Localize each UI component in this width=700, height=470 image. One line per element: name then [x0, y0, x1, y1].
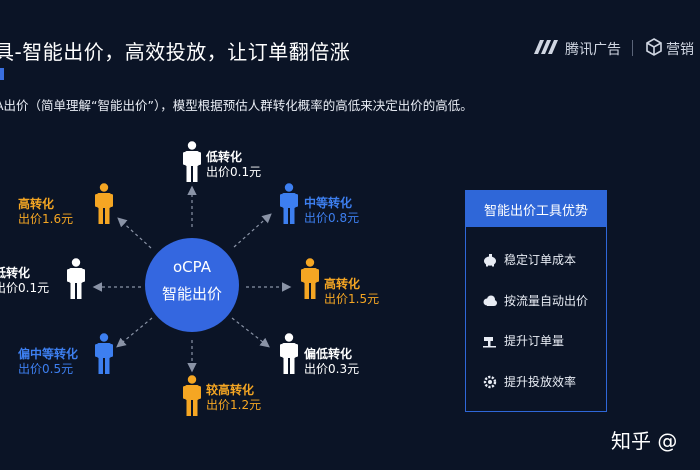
advantage-label: 提升订单量	[504, 334, 565, 348]
person-icon	[280, 183, 298, 229]
tencent-ads-logo-icon	[533, 38, 559, 60]
second-brand-text: 营销	[666, 42, 694, 58]
node-label-5: 偏中等转化出价0.5元	[18, 347, 78, 377]
bid-price: 出价1.5元	[324, 292, 380, 306]
node-label-6: 低转化出价0.1元	[0, 266, 49, 296]
tencent-ads-text: 腾讯广告	[565, 42, 621, 58]
zhihu-watermark: 知乎 @	[611, 429, 678, 453]
conversion-level: 低转化	[0, 266, 31, 280]
bid-price: 出价0.5元	[18, 362, 74, 376]
page-title: 具-智能出价，高效投放，让订单翻倍涨	[0, 40, 351, 64]
person-icon	[183, 141, 201, 187]
person-icon	[95, 333, 113, 379]
bid-price: 出价0.1元	[206, 165, 262, 179]
description-text: A出价（简单理解“智能出价”），模型根据预估人群转化概率的高低来决定出价的高低。	[0, 98, 473, 113]
advantage-label: 提升投放效率	[504, 375, 577, 389]
conversion-level: 偏中等转化	[18, 347, 79, 361]
conversion-level: 低转化	[206, 150, 243, 164]
advantage-item-stable-cost: 稳定订单成本	[482, 251, 576, 268]
advantages-panel: 智能出价工具优势 稳定订单成本 按流量自动出价 提升订单量 提升投放效率	[465, 190, 607, 412]
bid-price: 出价0.8元	[304, 211, 360, 225]
piggy-bank-icon	[482, 253, 498, 267]
arrow-to-node-7	[117, 217, 152, 249]
arrow-to-node-3	[231, 317, 270, 348]
brand-divider	[632, 40, 633, 56]
arrow-to-node-5	[116, 317, 153, 348]
advantage-item-order-volume: 提升订单量	[482, 332, 564, 349]
bid-price: 出价0.3元	[304, 362, 360, 376]
cube-logo-icon	[646, 38, 662, 60]
person-icon	[301, 258, 319, 304]
advantage-label: 按流量自动出价	[504, 294, 589, 308]
advantage-item-auto-bid: 按流量自动出价	[482, 292, 588, 309]
center-label-ocpa: oCPA	[173, 258, 211, 276]
second-brand: 营销	[646, 38, 694, 60]
person-icon	[95, 183, 113, 229]
person-icon	[183, 375, 201, 421]
arrow-to-node-1	[233, 213, 272, 248]
cloud-icon	[482, 294, 498, 308]
node-label-1: 中等转化出价0.8元	[304, 196, 359, 226]
conversion-level: 较高转化	[206, 383, 255, 397]
conversion-level: 中等转化	[304, 196, 353, 210]
person-icon	[67, 258, 85, 304]
gear-icon	[482, 375, 498, 389]
bid-price: 出价1.6元	[18, 212, 74, 226]
advantage-item-efficiency: 提升投放效率	[482, 373, 576, 390]
node-label-4: 较高转化出价1.2元	[206, 383, 261, 413]
panel-title: 智能出价工具优势	[466, 191, 606, 227]
conversion-level: 偏低转化	[304, 347, 353, 361]
node-label-0: 低转化出价0.1元	[206, 150, 261, 180]
node-label-2: 高转化出价1.5元	[324, 277, 379, 307]
conversion-level: 高转化	[324, 277, 361, 291]
bid-price: 出价1.2元	[206, 398, 262, 412]
conversion-level: 高转化	[18, 197, 55, 211]
node-label-7: 高转化出价1.6元	[18, 197, 73, 227]
tencent-ads-brand: 腾讯广告	[533, 38, 621, 60]
person-icon	[280, 333, 298, 379]
center-label-smart-bid: 智能出价	[161, 285, 222, 303]
advantage-label: 稳定订单成本	[504, 253, 577, 267]
bid-price: 出价0.1元	[0, 281, 50, 295]
ocpa-center-circle	[145, 238, 239, 332]
title-accent-bar	[0, 68, 4, 80]
hammer-icon	[482, 334, 498, 348]
node-label-3: 偏低转化出价0.3元	[304, 347, 359, 377]
